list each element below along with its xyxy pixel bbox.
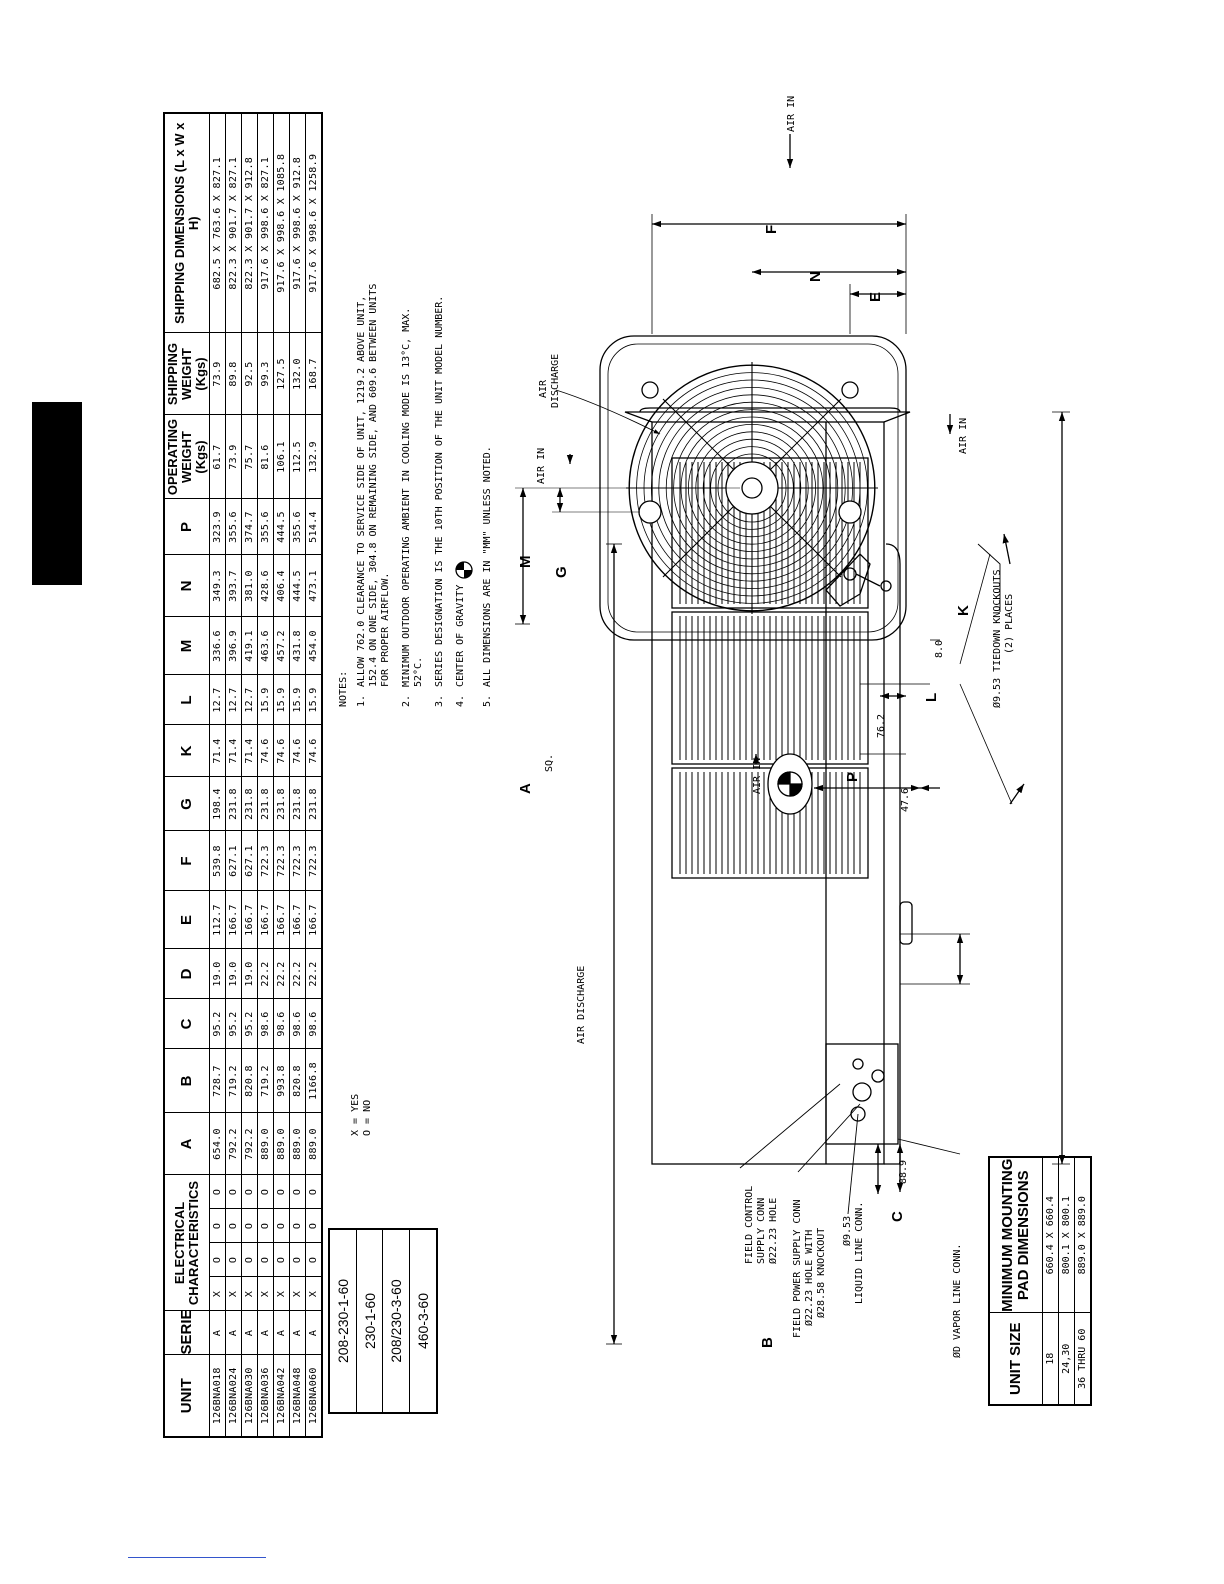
base-handle [899,901,913,945]
section-tab-marker [32,402,82,585]
dim-l-label: L [923,693,940,702]
field-control-label-2: SUPPLY CONN [756,1198,767,1264]
fan-mount-bosses [638,381,862,524]
air-in-label-right: AIR IN [958,418,969,454]
dim-m-label: M [517,556,534,569]
louver-grille-left [671,457,869,879]
notes-block: NOTES: 1.ALLOW 762.0 CLEARANCE TO SERVIC… [338,277,503,707]
dim-b-label: B [759,1337,776,1348]
dim-a-note: SQ. [544,754,555,772]
vapor-line-label: ØD VAPOR LINE CONN. [951,1244,963,1358]
field-power-label-2: Ø22.23 HOLE WITH [803,1230,815,1326]
liquid-line-label: LIQUID LINE CONN. [854,1202,865,1304]
tiedown-label-1: Ø9.53 TIEDOWN KNOCKOUTS [991,570,1003,708]
side-view [606,407,1070,1345]
side-cabinet [651,421,885,1165]
dim-80-label: 8.0 [934,640,945,658]
dim-n-label: N [807,271,824,282]
dim-476-label: 47.6 [900,788,911,812]
dim-p-label: P [844,772,861,782]
dim-f-label: F [763,225,780,234]
dim-k-label: K [955,605,972,616]
field-control-label-1: FIELD CONTROL [744,1186,755,1264]
tiedown-label-2: (2) PLACES [1004,594,1015,654]
vapor-line-port [852,1082,872,1102]
service-panel [825,1043,899,1145]
control-knockout [852,1058,864,1070]
top-air-discharge-label-2: DISCHARGE [550,354,561,408]
air-in-label-left: AIR IN [752,758,763,794]
fan-guard [624,411,911,423]
air-in-label-top: AIR IN [786,96,797,132]
air-in-label-center: AIR IN [536,448,547,484]
footer-rule [128,1557,266,1558]
dim-a-label: A [517,783,534,794]
dim-762-label: 76.2 [876,714,887,738]
liquid-line-size: Ø9.53 [841,1216,853,1246]
dim-889-label: 88.9 [898,1160,909,1184]
note-item: 4.CENTER OF GRAVITY [455,277,473,707]
field-power-label-3: Ø28.58 KNOCKOUT [815,1228,827,1318]
top-air-discharge-label-1: AIR [538,379,549,398]
top-view [515,134,1001,985]
field-power-label-1: FIELD POWER SUPPLY CONN [792,1200,803,1338]
dim-g-label: G [553,566,570,578]
field-control-label-3: Ø22.23 HOLE [767,1198,779,1264]
center-of-gravity-icon [767,753,813,815]
power-knockout [871,1069,885,1083]
dim-c-label: C [889,1211,906,1222]
dim-e-label: E [867,292,884,302]
center-of-gravity-icon [455,560,473,579]
side-air-discharge-label: AIR DISCHARGE [576,966,587,1044]
